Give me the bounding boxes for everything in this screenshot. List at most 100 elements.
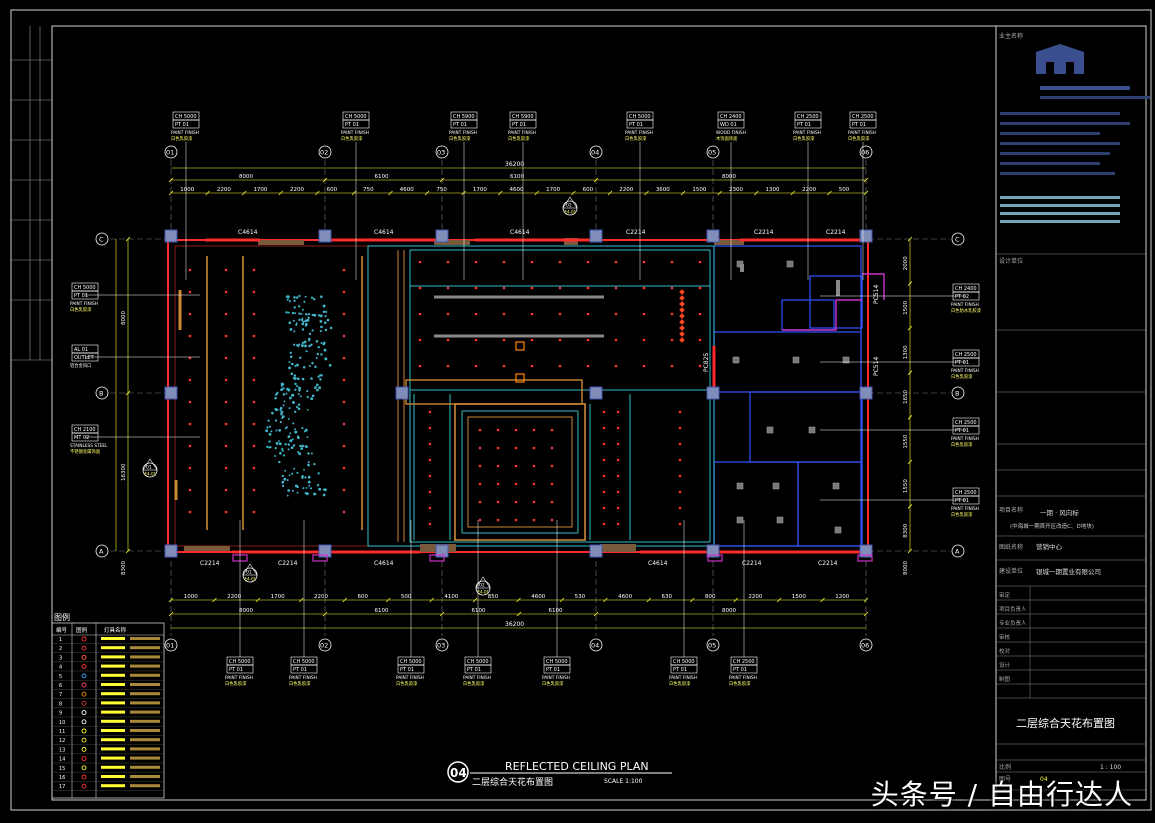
dim-top-minor: 4600 bbox=[400, 187, 414, 193]
ceiling-dot bbox=[314, 365, 317, 369]
dim-tick bbox=[827, 190, 832, 196]
downlight bbox=[550, 518, 554, 522]
project-value: 一期 · 风向标 bbox=[1040, 508, 1079, 517]
company-logo bbox=[1000, 44, 1150, 175]
ceiling-dot bbox=[269, 425, 272, 428]
tag-right-ch: CH 2500 bbox=[955, 490, 977, 496]
legend-spec-bar bbox=[130, 664, 160, 668]
project-label: 项目名称 bbox=[999, 506, 1023, 514]
downlight bbox=[252, 356, 256, 360]
ceiling-dot bbox=[304, 340, 307, 343]
dim-right: 1550 bbox=[903, 434, 909, 448]
downlight bbox=[502, 312, 506, 316]
downlight bbox=[342, 290, 346, 294]
legend-spec-bar bbox=[130, 775, 160, 778]
grid-bubble bbox=[318, 638, 332, 652]
dim-tick bbox=[125, 236, 131, 242]
ceiling-dot bbox=[318, 314, 321, 317]
ceiling-dot bbox=[282, 454, 286, 457]
section-sheet: E4-01 bbox=[145, 472, 157, 477]
dim-tick bbox=[299, 597, 304, 603]
ceiling-dot bbox=[298, 452, 302, 456]
middle-beam-label: PC825 bbox=[703, 353, 710, 372]
grid-bubble-label: 06 bbox=[861, 642, 869, 650]
tag-top-pt: PT 01 bbox=[345, 122, 359, 128]
tag-right-pt: PT 01 bbox=[955, 498, 969, 504]
legend-name-bar bbox=[101, 784, 125, 788]
floor-plan: PC825 bbox=[164, 229, 885, 562]
grid-bubble bbox=[95, 386, 109, 400]
downlight bbox=[188, 466, 192, 470]
legend-row-number: 11 bbox=[59, 729, 65, 735]
ceiling-dot bbox=[290, 372, 294, 376]
drawing-title-en: REFLECTED CEILING PLAN bbox=[505, 760, 649, 773]
project-sub: (中海城一期首开区改造C、D地块) bbox=[1010, 522, 1094, 530]
tag-bottom-ch: CH 5000 bbox=[546, 659, 568, 665]
tag-top-pt: PT 01 bbox=[629, 122, 643, 128]
grid-bubble bbox=[435, 145, 449, 159]
downlight bbox=[678, 442, 682, 446]
dim-top-major: 6100 bbox=[510, 174, 524, 180]
downlight bbox=[558, 286, 562, 290]
ceiling-dot bbox=[319, 319, 323, 323]
downlight bbox=[428, 442, 432, 446]
dim-tick bbox=[593, 177, 599, 183]
client-label: 业主名称 bbox=[999, 32, 1023, 40]
grid-bubble bbox=[589, 638, 603, 652]
ceiling-dot bbox=[285, 392, 288, 395]
ceiling-dot bbox=[280, 385, 283, 388]
ceiling-dot bbox=[310, 296, 314, 299]
square-fixture bbox=[766, 426, 774, 434]
tag-bottom-pt: PT 01 bbox=[229, 667, 243, 673]
dim-bottom-major: 6100 bbox=[549, 608, 563, 614]
downlight bbox=[224, 378, 228, 382]
ceiling-dot bbox=[281, 447, 284, 450]
ceiling-dot bbox=[318, 386, 322, 390]
grid-bubble bbox=[164, 145, 178, 159]
grid-bubble bbox=[859, 638, 873, 652]
legend-name-bar bbox=[101, 710, 125, 714]
linear-diamond bbox=[679, 301, 685, 307]
ceiling-dot bbox=[294, 430, 298, 434]
beam-label-bottom: C2214 bbox=[742, 560, 762, 567]
dim-tick bbox=[322, 177, 328, 183]
grid-bubble-label: 01 bbox=[166, 642, 174, 650]
downlight bbox=[678, 474, 682, 478]
legend-name-bar bbox=[101, 683, 125, 686]
ceiling-dot bbox=[274, 407, 278, 411]
ceiling-dot bbox=[311, 313, 314, 317]
tag-right-ch: CH 2500 bbox=[955, 352, 977, 358]
dim-top-minor: 1300 bbox=[766, 187, 780, 193]
downlight bbox=[342, 510, 346, 514]
tag-bottom-pt: PT 01 bbox=[673, 667, 687, 673]
ceiling-dot bbox=[315, 340, 319, 343]
drawing-frame bbox=[51, 25, 1147, 801]
section-pointer bbox=[142, 458, 158, 471]
column-base bbox=[857, 554, 873, 562]
beam-label-bottom: C2214 bbox=[278, 560, 298, 567]
ceiling-dot bbox=[268, 440, 271, 443]
dim-left: 16300 bbox=[121, 463, 127, 481]
tag-top-note1: PAINT FINISH bbox=[793, 130, 821, 136]
downlight bbox=[642, 312, 646, 316]
tag-left-note1: PAINT FINISH bbox=[70, 301, 98, 307]
downlight bbox=[532, 428, 536, 432]
ceiling-dot bbox=[268, 432, 272, 436]
tag-bottom-box2 bbox=[464, 664, 492, 674]
dim-top-minor: 2200 bbox=[619, 187, 633, 193]
dim-top-minor: 1700 bbox=[253, 187, 267, 193]
downlight bbox=[586, 260, 590, 264]
ceiling-dot bbox=[300, 312, 303, 315]
ceiling-dot bbox=[297, 403, 301, 406]
dim-right: 2000 bbox=[903, 256, 909, 270]
downlight bbox=[678, 426, 682, 430]
downlight bbox=[428, 506, 432, 510]
vent bbox=[740, 264, 744, 272]
downlight bbox=[514, 464, 518, 468]
downlight bbox=[252, 334, 256, 338]
left-hall bbox=[174, 256, 363, 530]
legend-spec-bar bbox=[130, 673, 160, 677]
tag-left-ch: CH 5000 bbox=[74, 285, 96, 291]
